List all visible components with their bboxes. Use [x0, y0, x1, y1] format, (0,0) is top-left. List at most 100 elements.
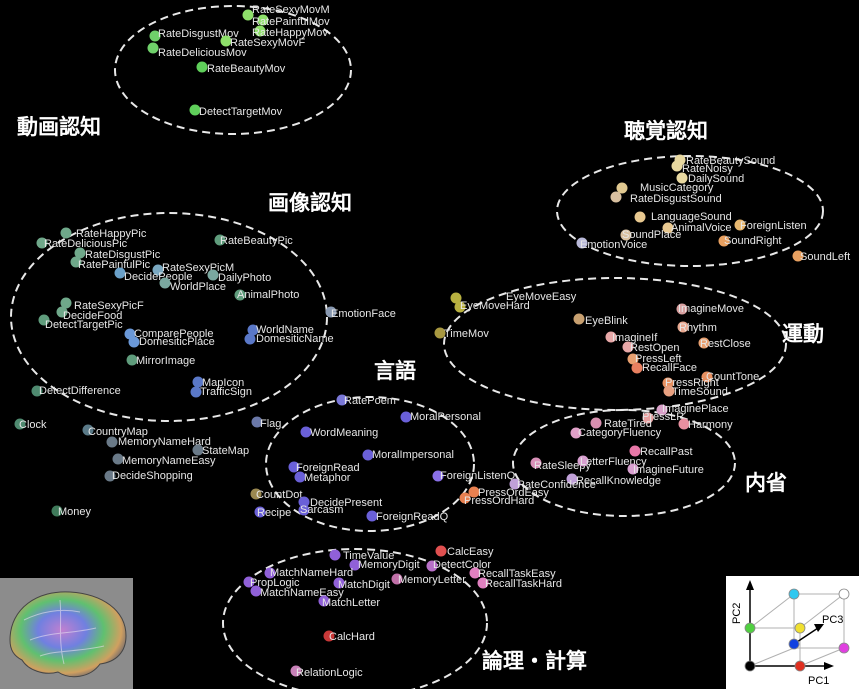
- task-point-marker: [662, 222, 674, 234]
- task-point-marker: [325, 306, 337, 318]
- brain-thumbnail: [0, 578, 133, 689]
- task-point-label: RateBeautyMov: [207, 63, 286, 75]
- task-point-label: RateNoisy: [682, 163, 733, 175]
- task-point-marker: [207, 269, 219, 281]
- task-point: RatePainfulPic: [70, 256, 151, 271]
- task-point-marker: [362, 449, 374, 461]
- task-point: Metaphor: [294, 471, 351, 484]
- task-point: MoralPersonal: [400, 411, 481, 423]
- legend-corner-z: [788, 638, 800, 650]
- task-point: RateBeautyPic: [214, 234, 293, 247]
- task-point-label: RateDeliciousPic: [44, 238, 128, 250]
- task-point: RatePoem: [336, 394, 396, 407]
- task-point-label: TimeMov: [444, 328, 489, 340]
- task-point-marker: [610, 191, 622, 203]
- task-point-label: RateDeliciousMov: [158, 47, 247, 59]
- task-point: RateDeliciousPic: [36, 237, 128, 250]
- task-point-label: CategoryFluency: [578, 427, 662, 439]
- task-point: TrafficSign: [190, 386, 252, 398]
- task-point-marker: [298, 496, 310, 508]
- task-point-label: ForeignListenQ: [440, 470, 516, 482]
- task-point: DetectDifference: [31, 385, 121, 397]
- task-point-label: DetectDifference: [39, 385, 121, 397]
- task-point-label: RatePainfulMov: [252, 16, 330, 28]
- task-point-marker: [454, 301, 466, 313]
- task-point-marker: [616, 182, 628, 194]
- task-point-label: DecidePeople: [124, 271, 193, 283]
- task-point-label: WorldName: [256, 324, 314, 336]
- task-point-label: RateHappyMov: [252, 27, 328, 39]
- task-point: CountTone: [701, 371, 759, 383]
- task-point: RateSexyMovM: [242, 4, 330, 21]
- task-point-label: DecideShopping: [112, 470, 193, 482]
- task-point-marker: [82, 424, 94, 436]
- task-point-label: Flag: [260, 418, 281, 430]
- task-point-label: DailySound: [688, 173, 744, 185]
- task-point: TimeValue: [329, 549, 394, 562]
- task-point: AnimalPhoto: [234, 289, 299, 301]
- task-point: EyeMoveHard: [454, 300, 530, 313]
- ellipse-image: [10, 212, 328, 422]
- task-point: SoundPlace: [620, 229, 681, 241]
- task-point-marker: [627, 353, 639, 365]
- task-point-marker: [196, 61, 208, 73]
- task-point-marker: [333, 577, 345, 589]
- task-point-label: SoundRight: [724, 235, 782, 247]
- task-point-label: EyeMoveEasy: [506, 291, 577, 303]
- task-point-marker: [190, 386, 202, 398]
- task-point-label: RateSexyPicF: [74, 300, 144, 312]
- task-point: RecallPast: [629, 445, 693, 458]
- task-point-marker: [60, 297, 72, 309]
- task-point-marker: [642, 412, 654, 424]
- task-point: DecideFood: [56, 306, 122, 322]
- task-point: RateSexyMovF: [220, 35, 305, 49]
- task-point-marker: [792, 250, 804, 262]
- task-point: RateDeliciousMov: [147, 42, 247, 59]
- task-point-marker: [336, 394, 348, 406]
- task-point-marker: [60, 227, 72, 239]
- task-point-label: CalcHard: [329, 631, 375, 643]
- legend-corner-xyz: [838, 588, 850, 600]
- task-point: StateMap: [192, 444, 249, 457]
- task-point: PressOrdHard: [459, 492, 534, 507]
- task-point-marker: [634, 211, 646, 223]
- task-point-marker: [676, 172, 688, 184]
- task-point: TimeMov: [434, 327, 489, 340]
- task-point-label: Clock: [19, 419, 47, 431]
- task-point-marker: [242, 9, 254, 21]
- task-point-label: Sarcasm: [300, 504, 343, 516]
- task-point-marker: [426, 560, 438, 572]
- task-point-label: Metaphor: [304, 472, 351, 484]
- task-point-label: RateSleepy: [534, 460, 591, 472]
- task-point-marker: [318, 595, 330, 607]
- task-point-marker: [36, 237, 48, 249]
- task-point: EyeMoveEasy: [450, 291, 577, 304]
- task-point: ImagineIf: [605, 331, 658, 344]
- task-point-marker: [257, 14, 269, 26]
- task-point-label: CalcEasy: [447, 546, 494, 558]
- task-point-label: MemoryNameEasy: [122, 455, 216, 467]
- task-point: EyeBlink: [573, 313, 628, 327]
- legend-corner-xz: [838, 642, 850, 654]
- task-point-label: LanguageSound: [651, 211, 732, 223]
- task-point-marker: [432, 470, 444, 482]
- task-point-marker: [294, 471, 306, 483]
- task-point-label: DomesiticName: [256, 333, 334, 345]
- legend-corner-y: [744, 622, 756, 634]
- task-point: MusicCategory: [616, 182, 714, 194]
- ellipse-logic: [222, 548, 488, 689]
- task-point-marker: [74, 247, 86, 259]
- task-point-label: ForeignListen: [740, 220, 807, 232]
- task-point-marker: [214, 234, 226, 246]
- task-point: ForeignListenQ: [432, 470, 516, 482]
- task-point-marker: [56, 306, 68, 318]
- task-point: AnimalVoice: [662, 222, 732, 234]
- task-point-marker: [662, 377, 674, 389]
- legend-axis-pc2: PC2: [731, 603, 743, 624]
- task-point: CalcHard: [323, 630, 375, 643]
- task-point: ImagineFuture: [627, 463, 704, 476]
- task-point: DetectTargetMov: [189, 104, 283, 118]
- task-point-marker: [14, 418, 26, 430]
- task-point-marker: [701, 371, 713, 383]
- task-point: SoundLeft: [792, 250, 850, 263]
